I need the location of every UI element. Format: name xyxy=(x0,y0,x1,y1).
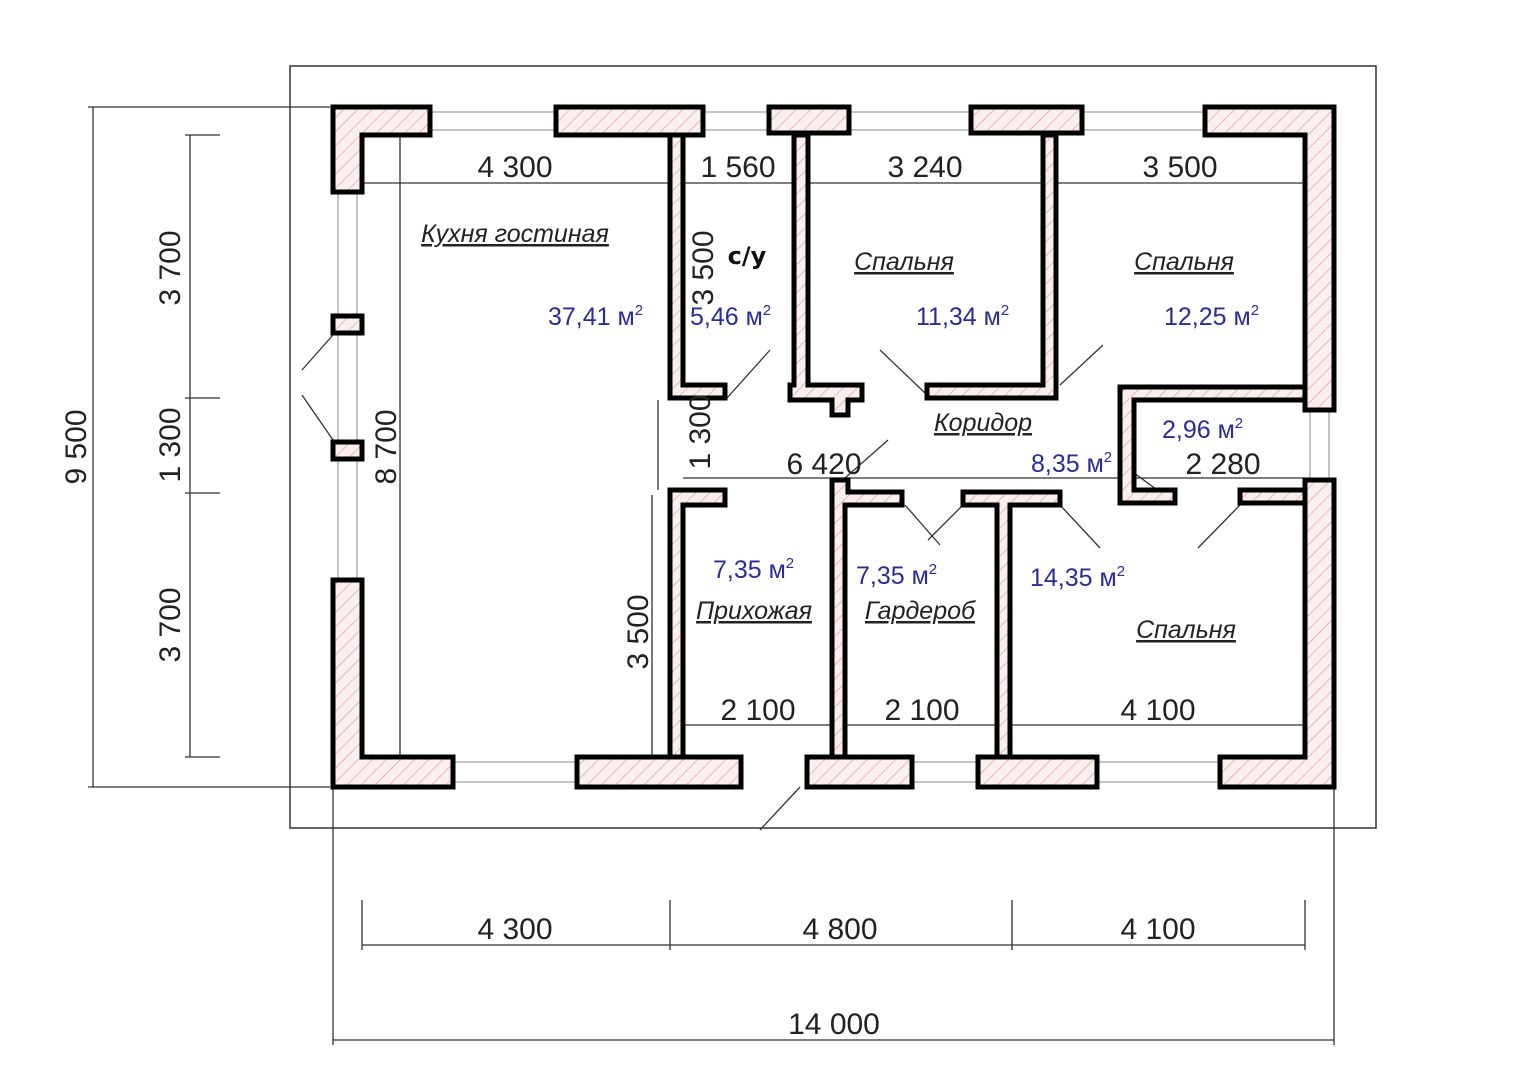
dim-bottom-1: 4 300 xyxy=(477,913,552,946)
dim-corridor-depth: 1 300 xyxy=(684,394,717,469)
dim-bottom-2: 4 800 xyxy=(802,913,877,946)
dim-storage-width: 2 280 xyxy=(1185,448,1260,481)
area-wardrobe: 7,35 м2 xyxy=(856,561,937,590)
dim-bedroom3-width: 4 100 xyxy=(1120,694,1195,727)
windows xyxy=(337,111,1330,783)
dim-top-bedroom1: 3 240 xyxy=(887,151,962,184)
room-name-hall: Прихожая xyxy=(696,597,812,625)
walls xyxy=(330,104,1337,790)
dim-bath-depth: 3 500 xyxy=(687,230,720,305)
dim-left-1: 3 700 xyxy=(154,230,187,305)
door-swings xyxy=(301,334,1241,549)
dim-bottom-total: 14 000 xyxy=(788,1008,880,1041)
dim-hall-width: 2 100 xyxy=(720,694,795,727)
area-hall: 7,35 м2 xyxy=(713,555,794,584)
room-name-bedroom-1: Спальня xyxy=(854,248,954,276)
inner-dimension-lines xyxy=(88,106,1335,1045)
dim-hall-depth: 3 500 xyxy=(622,594,655,669)
area-storage: 2,96 м2 xyxy=(1162,415,1243,444)
dim-left-total: 9 500 xyxy=(60,409,93,484)
area-bedroom-2: 12,25 м2 xyxy=(1164,302,1259,331)
dim-wardrobe-width: 2 100 xyxy=(884,694,959,727)
area-bedroom-1: 11,34 м2 xyxy=(916,302,1009,331)
area-bedroom-3: 14,35 м2 xyxy=(1030,563,1125,592)
area-corridor: 8,35 м2 xyxy=(1031,449,1112,478)
room-name-bedroom-2: Спальня xyxy=(1134,248,1234,276)
dim-top-bath: 1 560 xyxy=(700,151,775,184)
room-areas: 37,41 м2 5,46 м2 11,34 м2 12,25 м2 8,35 … xyxy=(548,302,1259,592)
dim-corridor-length: 6 420 xyxy=(786,448,861,481)
area-kitchen: 37,41 м2 xyxy=(548,302,643,331)
site-boundary xyxy=(289,65,1377,829)
area-bathroom: 5,46 м2 xyxy=(690,302,771,331)
room-name-bedroom-3: Спальня xyxy=(1136,616,1236,644)
dim-top-bedroom2: 3 500 xyxy=(1142,151,1217,184)
dimension-labels: 4 300 1 560 3 240 3 500 9 500 3 700 1 30… xyxy=(60,151,1261,1041)
dim-left-2: 1 300 xyxy=(154,407,187,482)
room-name-wardrobe: Гардероб xyxy=(865,597,976,625)
dim-kitchen-depth: 8 700 xyxy=(370,409,403,484)
room-names: Кухня гостиная с/у Спальня Спальня Корид… xyxy=(421,220,1236,644)
dim-left-3: 3 700 xyxy=(154,587,187,662)
dim-top-kitchen: 4 300 xyxy=(477,151,552,184)
room-name-kitchen: Кухня гостиная xyxy=(421,220,609,248)
room-name-bathroom: с/у xyxy=(728,242,767,270)
room-name-corridor: Коридор xyxy=(934,409,1032,437)
dim-bottom-3: 4 100 xyxy=(1120,913,1195,946)
